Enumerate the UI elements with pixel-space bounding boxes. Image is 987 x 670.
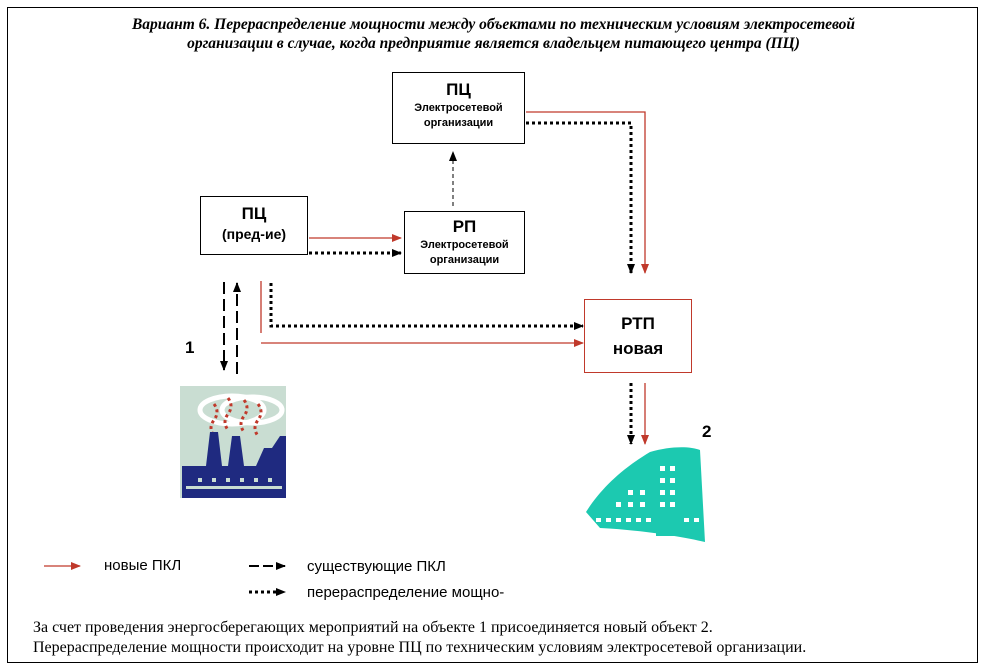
diagram-frame	[7, 7, 978, 663]
node-rp-sub2: организации	[429, 254, 500, 266]
node-rtp-title: РТП	[621, 314, 655, 333]
line-pcgrid-rtp-new	[526, 111, 649, 274]
node-pc-grid-organization: ПЦ Электросетевой организации	[392, 72, 525, 144]
line-pcent-rtp-redistribution	[269, 283, 584, 330]
node-pc-grid-sub1: Электросетевой	[414, 102, 503, 114]
node-rtp-subtitle: новая	[612, 339, 664, 358]
node-pc-enterprise: ПЦ (пред-ие)	[200, 196, 308, 255]
node-pc-enterprise-title: ПЦ	[241, 204, 267, 223]
legend-existing-lines: существующие ПКЛ	[307, 558, 446, 575]
legend-redistribution: перераспределение мощно-	[307, 584, 505, 601]
title-line-1: Вариант 6. Перераспределение мощности ме…	[131, 16, 856, 33]
node-pc-enterprise-sub: (пред-ие)	[221, 226, 287, 242]
title-line-2: организации в случае, когда предприятие …	[187, 35, 800, 52]
node-rp-title: РП	[452, 217, 477, 236]
object-1-label: 1	[185, 338, 195, 357]
node-pc-grid-sub2: организации	[423, 117, 494, 129]
node-rtp-new: РТП новая	[584, 299, 692, 373]
factory-icon	[180, 386, 286, 498]
line-pcgrid-rtp-redistribution	[526, 121, 635, 274]
footer-line-1: За счет проведения энергосберегающих мер…	[33, 619, 713, 636]
node-rp-grid-organization: РП Электросетевой организации	[404, 211, 525, 274]
footer-line-2: Перераспределение мощности происходит на…	[33, 639, 807, 656]
object-2-label: 2	[702, 422, 712, 441]
building-icon	[586, 447, 705, 542]
node-pc-grid-title: ПЦ	[446, 80, 471, 99]
legend-new-lines: новые ПКЛ	[104, 557, 182, 574]
node-rp-sub1: Электросетевой	[420, 239, 509, 251]
